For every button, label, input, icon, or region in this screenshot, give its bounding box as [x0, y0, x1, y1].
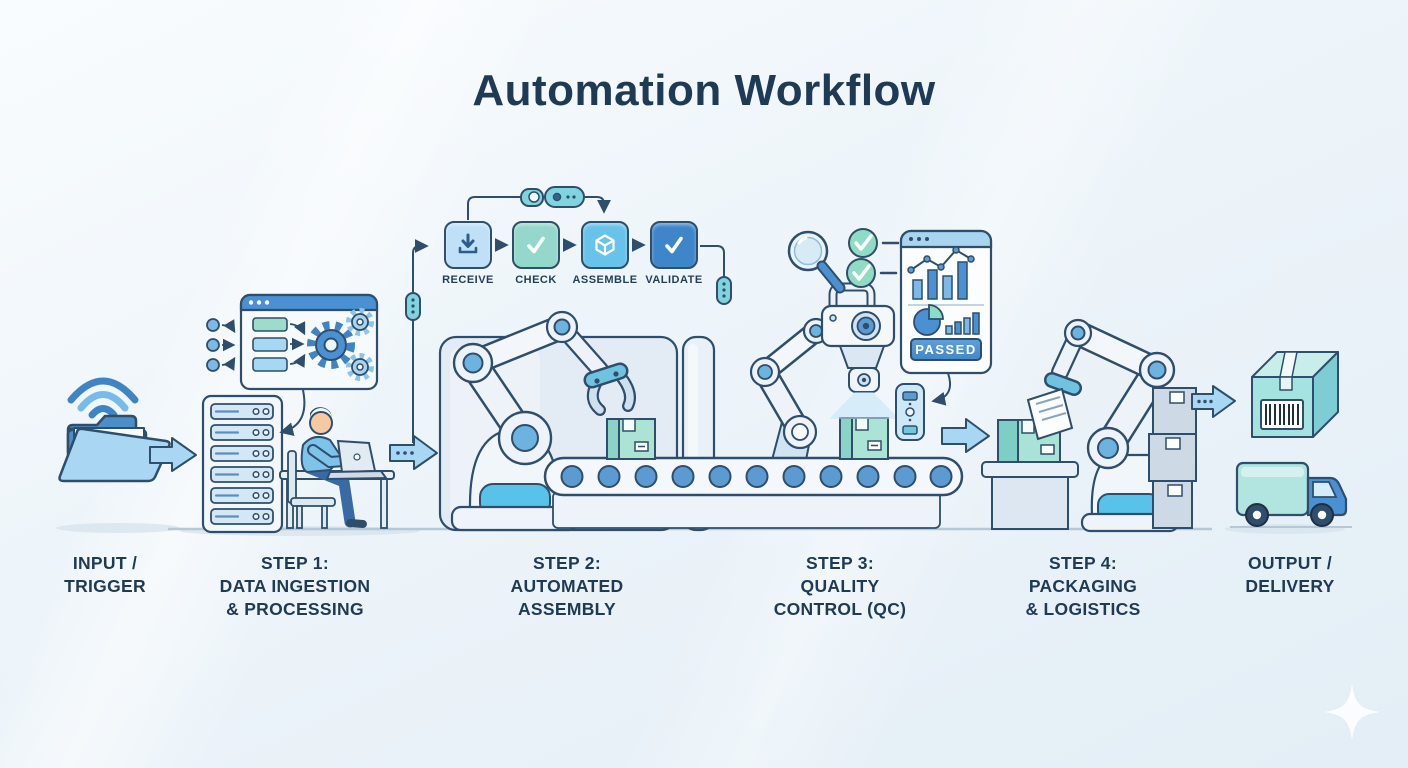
- scanner-beam: [829, 392, 899, 419]
- box-on-belt-icon: [606, 418, 656, 460]
- mini-step-label: VALIDATE: [645, 274, 703, 286]
- person-at-laptop-icon: [300, 407, 367, 528]
- delivery-truck-icon: [1235, 461, 1348, 527]
- stage-label-step-2: STEP 2: AUTOMATED ASSEMBLY: [510, 553, 624, 620]
- mini-step-label: ASSEMBLE: [572, 274, 638, 286]
- window-to-server-arrow: [279, 389, 306, 437]
- vision-camera-icon: [820, 282, 896, 393]
- status-badge-passed: PASSED: [910, 338, 982, 361]
- mini-step-validate: VALIDATE: [645, 221, 702, 286]
- mini-step-assemble: ASSEMBLE: [572, 221, 637, 286]
- stage-label-step-4: STEP 4: PACKAGING & LOGISTICS: [1025, 553, 1141, 620]
- server-rack-icon: [201, 394, 284, 534]
- input-trigger-illustration: [58, 377, 197, 483]
- data-ingestion-illustration: [201, 293, 438, 534]
- receive-box: [444, 221, 492, 269]
- mini-step-label: RECEIVE: [442, 274, 494, 286]
- handheld-device-icon: [895, 383, 925, 441]
- mini-step-label: CHECK: [515, 274, 557, 286]
- sparkle-icon: [1324, 684, 1380, 740]
- package-box-icon: [1251, 351, 1339, 438]
- mini-bar-chart-icon: [945, 312, 980, 335]
- line-chart-icon: [907, 246, 975, 274]
- laptop-icon: [325, 439, 388, 481]
- packing-table-icon: [981, 461, 1079, 530]
- qc-camera-arm-icon: [749, 317, 830, 461]
- check-circle-icon: [848, 228, 900, 258]
- mini-flow-connectors: [405, 186, 732, 443]
- magnifier-icon: [787, 230, 846, 294]
- arrow-right-dots-icon: [389, 435, 438, 470]
- stage-label-input-trigger: INPUT / TRIGGER: [64, 553, 146, 597]
- mini-step-check: CHECK: [512, 221, 560, 286]
- arrow-right-icon: [941, 418, 990, 453]
- stacked-boxes-icon: [1148, 387, 1197, 529]
- pie-chart-icon: [913, 304, 944, 336]
- folder-icon: [58, 414, 171, 483]
- processing-window-icon: [239, 293, 379, 391]
- gripper-icon: [583, 362, 636, 416]
- packaging-logistics-illustration: [981, 318, 1236, 533]
- arrow-right-dots-icon: [1191, 385, 1236, 418]
- loop-gadget-icon: [520, 186, 585, 208]
- mini-step-receive: RECEIVE: [442, 221, 493, 286]
- page-title: Automation Workflow: [472, 66, 936, 115]
- output-delivery-illustration: [1235, 351, 1348, 527]
- quality-control-illustration: [787, 228, 993, 453]
- data-points-icon: [206, 318, 236, 372]
- connector-pill-icon: [716, 276, 732, 305]
- check-icon: [527, 236, 545, 254]
- conveyor-belt-icon: [543, 456, 964, 529]
- qc-report-panel: [899, 229, 993, 375]
- assemble-box: [581, 221, 629, 269]
- check-circle-icon: [846, 258, 898, 288]
- bar-chart-icon: [912, 261, 968, 300]
- assembly-robot-arm-icon: [450, 310, 636, 532]
- stage-label-step-1: STEP 1: DATA INGESTION & PROCESSING: [219, 553, 371, 620]
- validate-box: [650, 221, 698, 269]
- label-paper-icon: [1026, 387, 1074, 441]
- arrow-right-icon: [149, 437, 197, 472]
- download-icon: [458, 233, 478, 254]
- box-on-belt-icon: [839, 417, 889, 460]
- check-box: [512, 221, 560, 269]
- gears-icon: [307, 308, 374, 381]
- barcode-icon: [1260, 399, 1304, 430]
- stage-label-output-delivery: OUTPUT / DELIVERY: [1245, 553, 1335, 597]
- panel-to-device-arrow: [931, 372, 952, 406]
- connector-pill-icon: [405, 292, 421, 321]
- chair-icon: [287, 450, 336, 529]
- check-icon: [665, 236, 683, 254]
- stage-label-step-3: STEP 3: QUALITY CONTROL (QC): [773, 553, 907, 620]
- cube-icon: [595, 234, 615, 256]
